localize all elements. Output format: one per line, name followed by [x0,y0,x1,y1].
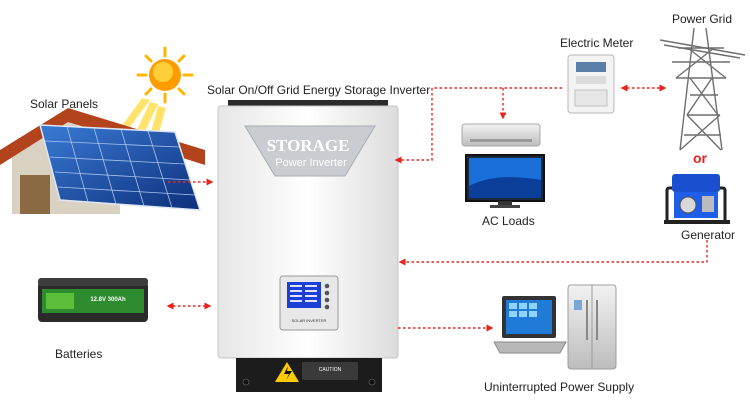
inverter-caution: CAUTION [319,367,342,373]
ac-loads-icon [461,123,545,208]
refrigerator-icon [567,284,617,370]
arrow-generator-to-inverter [398,240,708,266]
solar-panels-icon [0,108,205,214]
inverter-unit: STORAGE Power Inverter SOLAR INVERTER CA… [217,100,399,392]
ac-loads-label: AC Loads [482,214,535,228]
laptop-icon [493,296,567,354]
sun-icon [136,46,194,104]
inverter-subtitle: Power Inverter [275,157,347,169]
inverter-brand: STORAGE [267,136,350,155]
electric-meter-label: Electric Meter [560,36,634,50]
inverter-screen-label: SOLAR INVERTER [292,318,327,323]
battery-spec: 12.8V 300Ah [90,297,126,303]
power-grid-label: Power Grid [672,12,733,26]
battery-icon: 12.8V 300Ah [38,278,148,322]
arrow-meter-to-inverter [394,87,562,164]
ups-label: Uninterrupted Power Supply [484,380,635,394]
inverter-label: Solar On/Off Grid Energy Storage Inverte… [207,83,431,97]
solar-panels-label: Solar Panels [30,97,99,111]
or-label: or [693,150,707,166]
power-grid-tower-icon [659,27,746,151]
connection-arrows [166,84,708,332]
batteries-label: Batteries [55,347,103,361]
generator-icon [664,174,730,224]
electric-meter-icon [567,54,615,114]
generator-label: Generator [681,228,736,242]
